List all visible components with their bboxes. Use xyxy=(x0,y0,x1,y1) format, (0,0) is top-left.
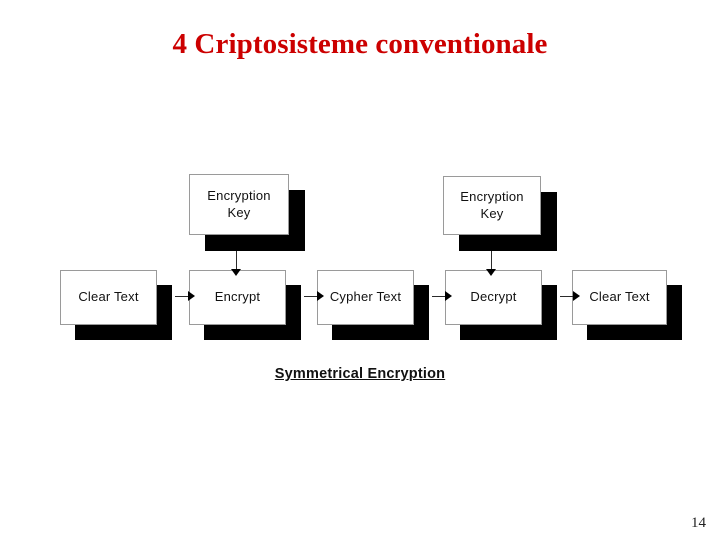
node-label: Clear Text xyxy=(78,289,139,305)
node-label: Cypher Text xyxy=(329,289,402,305)
connector-cypher-text-to-decrypt xyxy=(432,291,452,302)
connector-encrypt-to-cypher-text xyxy=(304,291,324,302)
node-encryption-key-1[interactable]: Encryption Key xyxy=(189,174,305,251)
node-face: Encrypt xyxy=(189,270,286,325)
node-face: Cypher Text xyxy=(317,270,414,325)
node-decrypt[interactable]: Decrypt xyxy=(445,270,557,340)
arrowhead-down-icon xyxy=(486,269,496,276)
node-encrypt[interactable]: Encrypt xyxy=(189,270,301,340)
node-face: Decrypt xyxy=(445,270,542,325)
node-clear-text-left[interactable]: Clear Text xyxy=(60,270,172,340)
connector-line xyxy=(560,296,573,297)
node-cypher-text[interactable]: Cypher Text xyxy=(317,270,429,340)
arrowhead-right-icon xyxy=(317,291,324,301)
arrowhead-right-icon xyxy=(445,291,452,301)
page-title: 4 Criptosisteme conventionale xyxy=(172,28,548,60)
node-face: Encryption Key xyxy=(443,176,541,235)
connector-clear-text-left-to-encrypt xyxy=(175,291,195,302)
connector-line xyxy=(491,251,492,269)
diagram-caption: Symmetrical Encryption xyxy=(274,366,446,382)
node-encryption-key-2[interactable]: Encryption Key xyxy=(443,176,557,251)
node-label: Encryption Key xyxy=(207,188,271,220)
connector-key2-to-decrypt xyxy=(486,251,497,276)
connector-key1-to-encrypt xyxy=(231,251,242,276)
connector-line xyxy=(175,296,188,297)
node-face: Clear Text xyxy=(60,270,157,325)
arrowhead-down-icon xyxy=(231,269,241,276)
node-clear-text-right[interactable]: Clear Text xyxy=(572,270,682,340)
connector-line xyxy=(304,296,317,297)
node-label: Encryption Key xyxy=(460,189,524,221)
arrowhead-right-icon xyxy=(573,291,580,301)
node-face: Encryption Key xyxy=(189,174,289,235)
node-label: Clear Text xyxy=(589,289,650,305)
page-number: 14 xyxy=(691,515,706,531)
node-face: Clear Text xyxy=(572,270,667,325)
connector-decrypt-to-clear-text-right xyxy=(560,291,580,302)
arrowhead-right-icon xyxy=(188,291,195,301)
node-label: Decrypt xyxy=(470,289,517,305)
connector-line xyxy=(236,251,237,269)
connector-line xyxy=(432,296,445,297)
node-label: Encrypt xyxy=(214,289,261,305)
